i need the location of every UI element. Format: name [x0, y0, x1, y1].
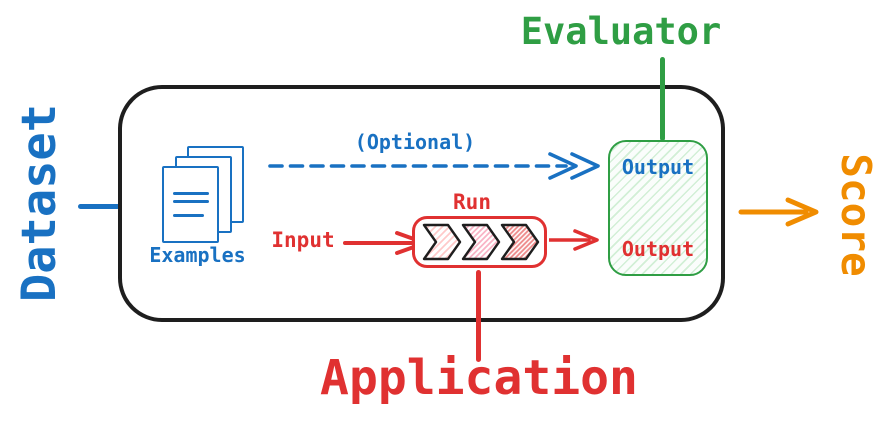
dataset-connector-line: [78, 204, 120, 209]
run-box: [412, 216, 547, 268]
application-connector-line: [476, 270, 481, 362]
run-output-arrow: [549, 229, 599, 251]
output-box: Output Output: [608, 140, 708, 276]
document-page-icon: [162, 166, 219, 243]
application-label: Application: [320, 350, 638, 406]
optional-dashed-arrow: [268, 152, 600, 180]
score-label: Score: [832, 153, 880, 277]
score-arrow: [738, 197, 819, 227]
optional-label: (Optional): [354, 130, 476, 154]
chevron-step-2: [461, 223, 501, 261]
chevron-step-1: [422, 223, 462, 261]
text-line-decoration: [173, 200, 209, 203]
text-line-decoration: [173, 192, 209, 195]
output-label-run: Output: [621, 237, 695, 261]
evaluator-label: Evaluator: [520, 10, 722, 53]
input-label: Input: [271, 228, 335, 252]
process-chevrons-icon: [422, 223, 540, 261]
system-boundary-box: [118, 85, 725, 322]
dataset-label: Dataset: [12, 103, 67, 303]
evaluator-connector-line: [660, 57, 665, 141]
run-label: Run: [453, 190, 491, 214]
output-label-optional: Output: [621, 155, 695, 179]
chevron-step-3: [500, 223, 540, 261]
examples-label: Examples: [149, 243, 246, 267]
text-line-decoration: [173, 214, 204, 217]
